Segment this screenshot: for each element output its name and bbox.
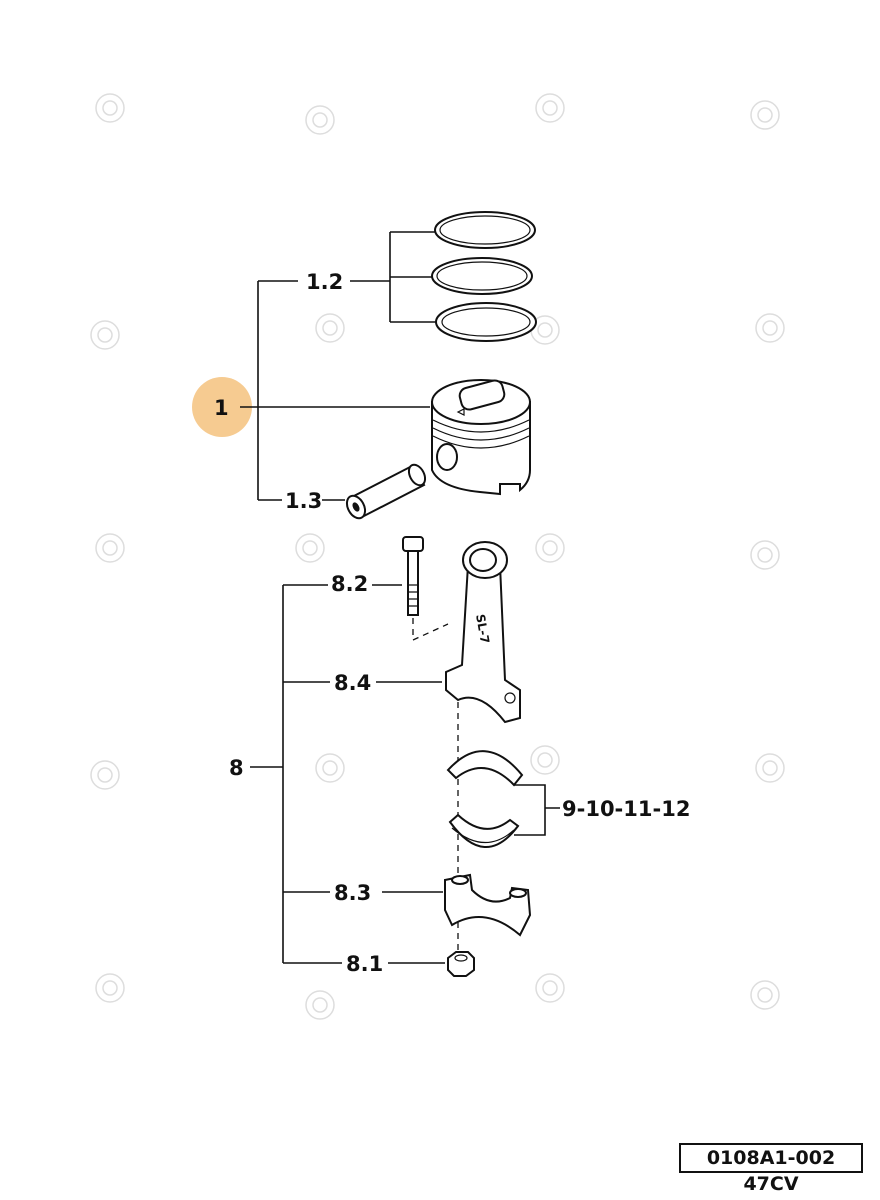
bearing-shells [446,750,524,848]
callout-1-2[interactable]: 1.2 [306,270,343,294]
callout-9-10-11-12[interactable]: 9-10-11-12 [562,797,690,821]
callout-1-3[interactable]: 1.3 [285,489,322,513]
rod-cap [444,873,532,937]
callout-8-4[interactable]: 8.4 [334,671,371,695]
piston-rings [431,211,537,342]
rod-nut [447,951,475,977]
drawing-code: 0108A1-002 47CV [679,1143,863,1195]
leader-lines [240,231,560,964]
callout-1[interactable]: 1 [214,396,229,420]
callout-8[interactable]: 8 [229,756,244,780]
piston [431,379,531,496]
rod-marking: SL-7 [473,613,492,645]
callout-8-1[interactable]: 8.1 [346,952,383,976]
connecting-rod: SL-7 [445,541,521,724]
rod-bolt [402,536,424,616]
piston-pin [345,463,427,520]
callout-8-3[interactable]: 8.3 [334,881,371,905]
callout-8-2[interactable]: 8.2 [331,572,368,596]
watermarks [90,93,785,1020]
callout-highlight[interactable] [192,377,252,437]
